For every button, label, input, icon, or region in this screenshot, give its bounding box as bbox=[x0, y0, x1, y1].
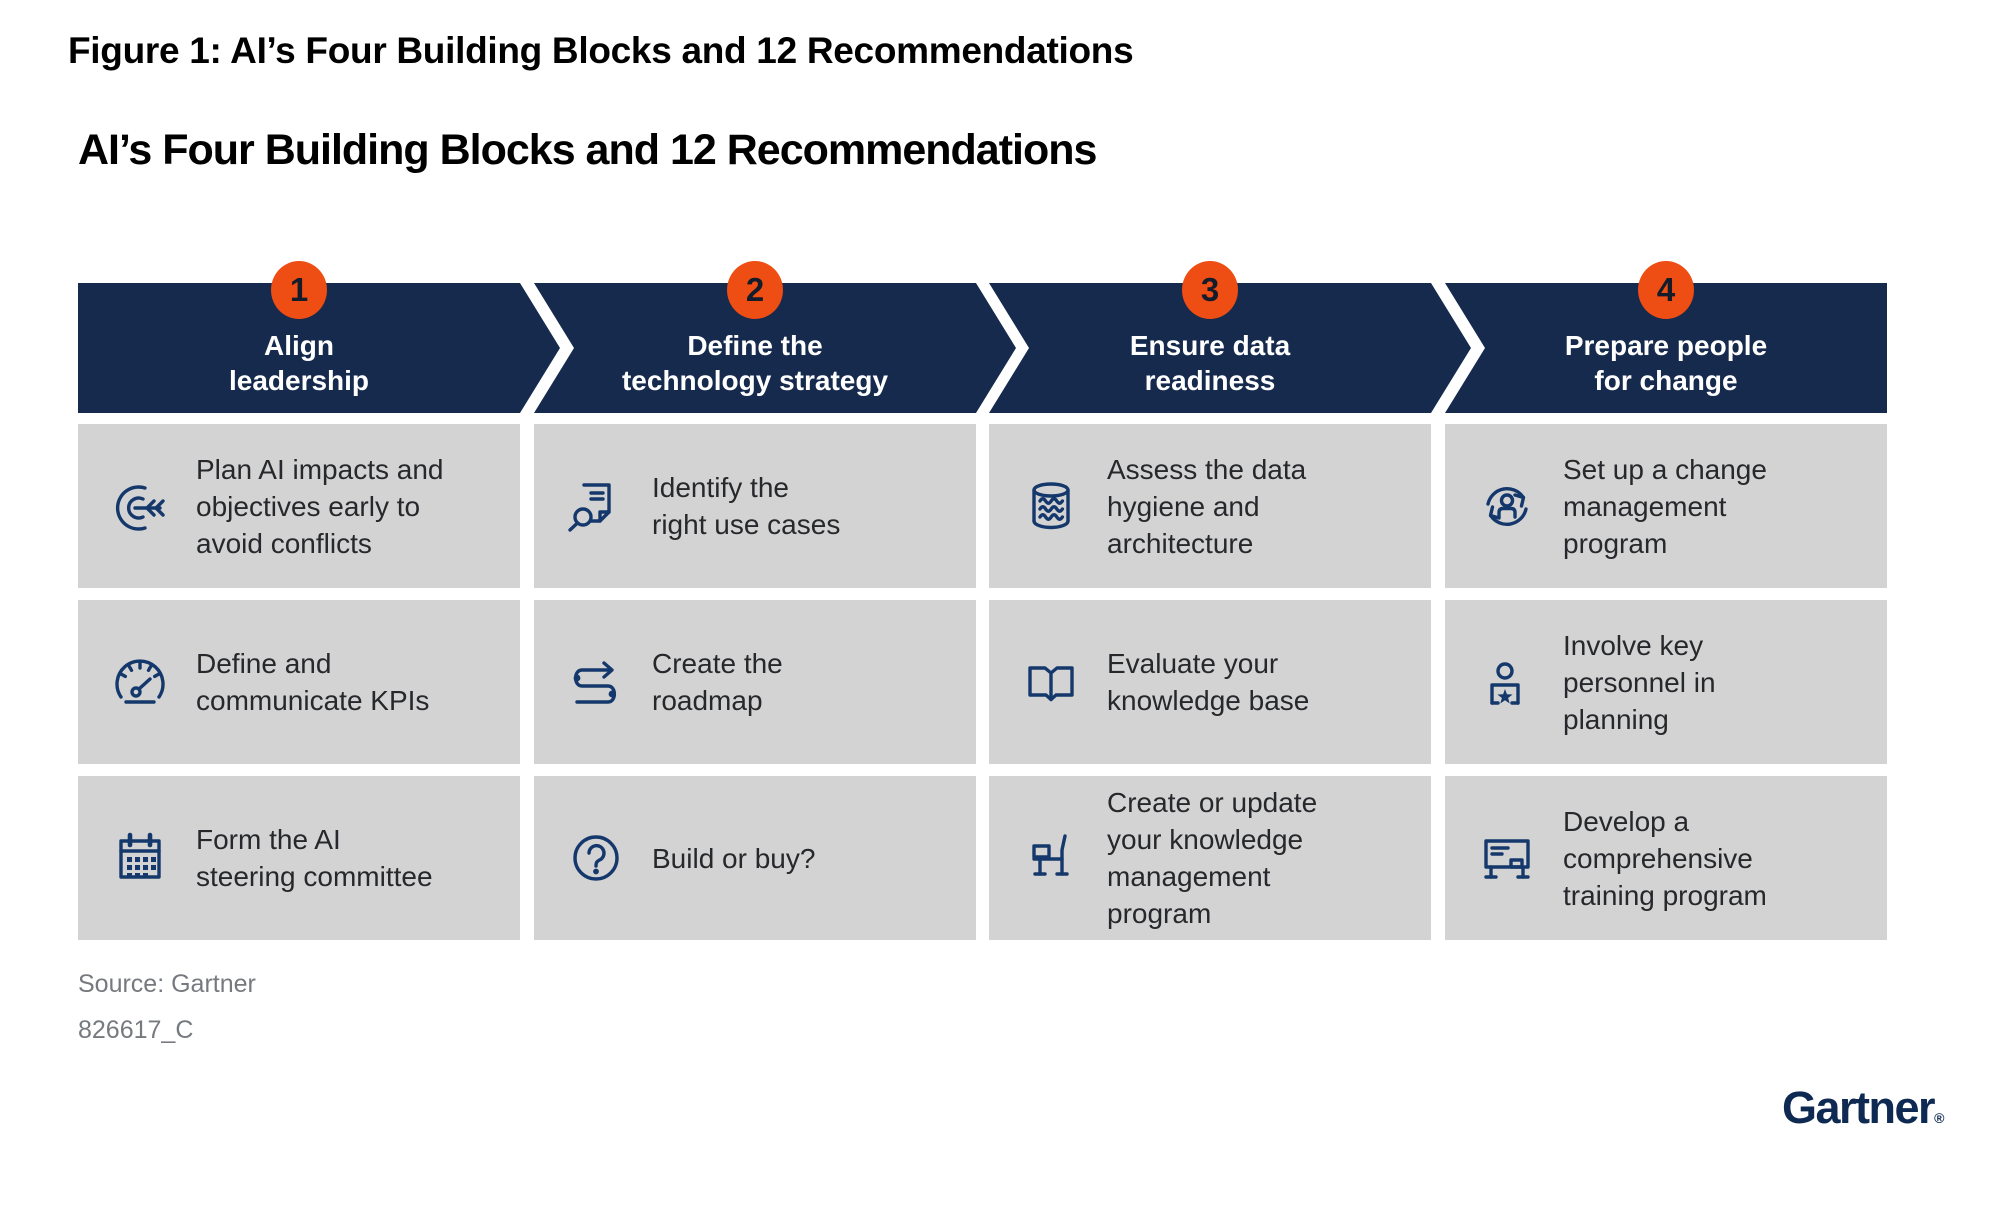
person-star-icon bbox=[1471, 650, 1543, 714]
step-number-badge-1: 1 bbox=[271, 261, 327, 319]
person-cycle-icon bbox=[1471, 474, 1543, 538]
open-book-icon bbox=[1015, 650, 1087, 714]
recommendation-cell: Create or update your knowledge manageme… bbox=[989, 776, 1431, 940]
recommendation-text: Involve key personnel in planning bbox=[1563, 629, 1716, 735]
document-search-icon bbox=[560, 474, 632, 538]
recommendation-cell: Build or buy? bbox=[534, 776, 976, 940]
recommendation-cell: Plan AI impacts and objectives early to … bbox=[78, 424, 520, 588]
recommendation-cell: Identify the right use cases bbox=[534, 424, 976, 588]
gauge-icon bbox=[104, 650, 176, 714]
recommendation-text: Plan AI impacts and objectives early to … bbox=[196, 453, 444, 559]
header-title: Ensure data readiness bbox=[1129, 330, 1291, 396]
header-title: Prepare people for change bbox=[1564, 330, 1768, 396]
page-title: AI’s Four Building Blocks and 12 Recomme… bbox=[78, 126, 1097, 174]
step-number-badge-4: 4 bbox=[1638, 261, 1694, 319]
training-board-icon bbox=[1471, 826, 1543, 890]
recommendation-cell: Form the AI steering committee bbox=[78, 776, 520, 940]
recommendation-cell: Involve key personnel in planning bbox=[1445, 600, 1887, 764]
step-number-badge-2: 2 bbox=[727, 261, 783, 319]
recommendation-cell: Assess the data hygiene and architecture bbox=[989, 424, 1431, 588]
step-number-badge-3: 3 bbox=[1182, 261, 1238, 319]
recommendation-text: Create the roadmap bbox=[652, 648, 783, 716]
recommendation-cell: Create the roadmap bbox=[534, 600, 976, 764]
calendar-icon bbox=[104, 826, 176, 890]
recommendation-cell: Evaluate your knowledge base bbox=[989, 600, 1431, 764]
registered-trademark-symbol: ® bbox=[1934, 1110, 1945, 1126]
recommendation-cell: Set up a change management program bbox=[1445, 424, 1887, 588]
recommendation-text: Set up a change management program bbox=[1563, 453, 1767, 559]
target-arrow-icon bbox=[104, 474, 176, 538]
figure-caption: Figure 1: AI’s Four Building Blocks and … bbox=[68, 30, 1134, 71]
recommendation-text: Identify the right use cases bbox=[652, 472, 841, 540]
recommendation-text: Evaluate your knowledge base bbox=[1107, 648, 1310, 716]
question-circle-icon bbox=[560, 826, 632, 890]
roadmap-arrow-icon bbox=[560, 650, 632, 714]
recommendation-text: Define and communicate KPIs bbox=[196, 648, 430, 716]
header-title: Define the technology strategy bbox=[621, 330, 889, 396]
recommendation-text: Form the AI steering committee bbox=[196, 824, 433, 892]
recommendation-text: Assess the data hygiene and architecture bbox=[1107, 453, 1307, 559]
database-icon bbox=[1015, 474, 1087, 538]
gartner-logo: Gartner® bbox=[1782, 1082, 1944, 1134]
gartner-logo-text: Gartner bbox=[1782, 1082, 1936, 1133]
document-id: 826617_C bbox=[78, 1016, 194, 1044]
recommendation-text: Build or buy? bbox=[652, 842, 816, 874]
recommendation-text: Create or update your knowledge manageme… bbox=[1107, 787, 1318, 929]
source-note: Source: Gartner bbox=[78, 970, 256, 998]
cart-icon bbox=[1015, 826, 1087, 890]
recommendation-cell: Develop a comprehensive training program bbox=[1445, 776, 1887, 940]
recommendation-text: Develop a comprehensive training program bbox=[1563, 805, 1767, 911]
recommendation-cell: Define and communicate KPIs bbox=[78, 600, 520, 764]
header-title: Align leadership bbox=[228, 330, 370, 396]
